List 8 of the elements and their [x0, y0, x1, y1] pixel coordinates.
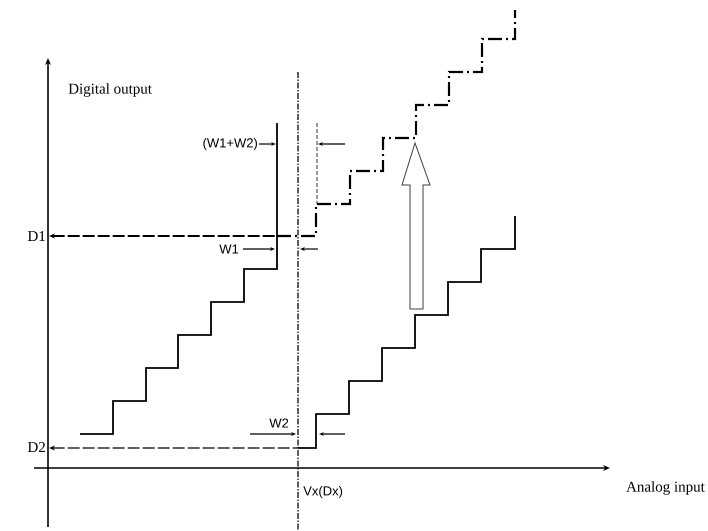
axis-label: Analog input — [626, 481, 705, 495]
axis-label: Digital output — [68, 83, 152, 97]
width-label: W1 — [219, 244, 238, 254]
level-label: D1 — [28, 231, 45, 241]
width-label: W2 — [269, 418, 288, 428]
width-label: (W1+W2) — [203, 138, 257, 150]
axis-label: Vx(Dx) — [303, 486, 342, 498]
level-label: D2 — [28, 442, 45, 452]
